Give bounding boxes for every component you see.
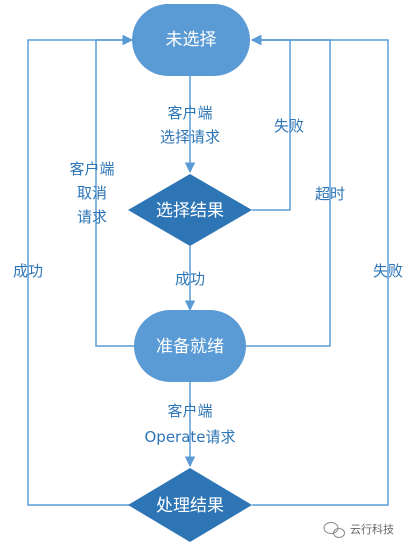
label-process-success: 成功 <box>13 262 43 280</box>
node-select-result-shape <box>128 174 252 246</box>
node-unselected: 未选择 <box>132 4 250 76</box>
edge-process-fail <box>250 34 389 506</box>
label-cancel-request-line3: 请求 <box>77 208 107 226</box>
node-process-result-shape <box>128 468 252 542</box>
label-operate-request-line1: 客户端 <box>167 402 212 420</box>
node-select-result-label: 选择结果 <box>156 201 224 221</box>
watermark-text: 云行科技 <box>350 522 394 536</box>
node-ready: 准备就绪 <box>134 310 246 382</box>
node-unselected-shape <box>132 4 250 76</box>
label-select-request-line1: 客户端 <box>167 104 212 122</box>
node-ready-shape <box>134 310 246 382</box>
watermark: 云行科技 <box>323 522 394 538</box>
label-select-fail: 失败 <box>274 117 304 135</box>
connectors <box>27 34 389 506</box>
label-process-fail: 失败 <box>373 262 403 280</box>
node-ready-label: 准备就绪 <box>156 337 224 357</box>
label-cancel-request-line2: 取消 <box>77 184 107 202</box>
node-process-result: 处理结果 <box>128 468 252 542</box>
node-select-result: 选择结果 <box>128 174 252 246</box>
label-timeout: 超时 <box>315 185 345 203</box>
node-unselected-label: 未选择 <box>166 30 217 50</box>
label-cancel-request-line1: 客户端 <box>69 160 114 178</box>
label-operate-request-line2: Operate请求 <box>144 428 235 446</box>
wechat-icon <box>323 522 345 538</box>
edge-process-success <box>27 34 134 506</box>
node-process-result-label: 处理结果 <box>156 496 224 516</box>
label-select-success: 成功 <box>175 270 205 288</box>
label-select-request-line2: 选择请求 <box>160 128 220 146</box>
edge-labels: 客户端 选择请求 客户端 取消 请求 失败 超时 成功 客户端 Operate请… <box>13 104 403 446</box>
